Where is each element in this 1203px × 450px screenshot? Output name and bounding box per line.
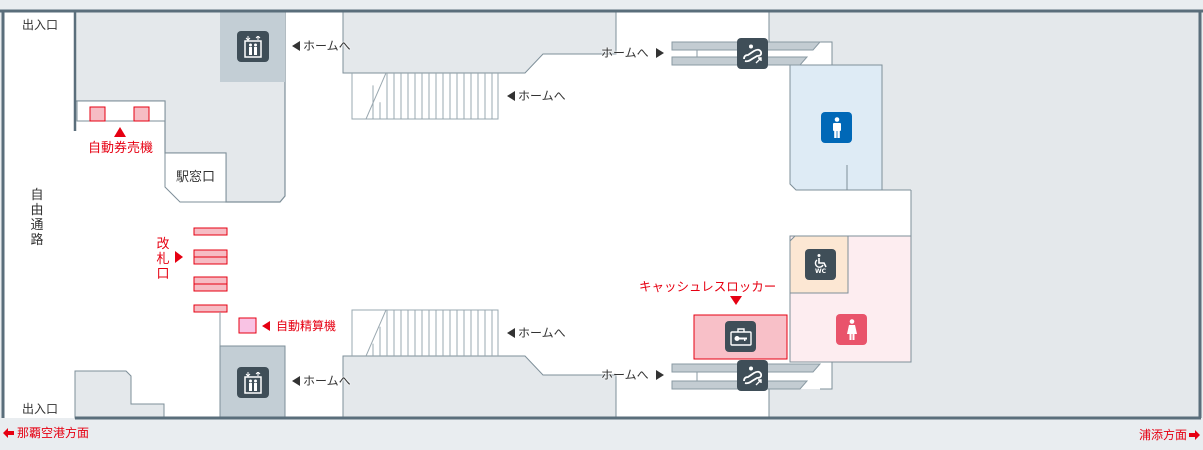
escalator-icon	[737, 360, 768, 391]
fare-adjustment-label: 自動精算機	[276, 319, 337, 333]
gate-arrow	[175, 251, 183, 263]
to-platform-label: ホームへ	[518, 326, 566, 340]
direction-right-label: 浦添方面	[1139, 428, 1188, 442]
elevator-icon	[237, 31, 269, 62]
stair-line	[365, 72, 387, 120]
platform-arrow	[292, 41, 300, 51]
locker-arrow	[730, 296, 742, 305]
fare-adjustment-machine	[238, 317, 257, 334]
to-platform-label: ホームへ	[601, 368, 649, 382]
escalator-icon	[737, 38, 768, 69]
ticket-machine	[133, 106, 150, 122]
ticket-machine-arrow	[114, 127, 126, 137]
stair-line	[351, 73, 499, 120]
ticket-gates-label: 改札口	[156, 237, 170, 282]
cashless-locker-label: キャッシュレスロッカー	[639, 279, 777, 294]
stair-line	[351, 309, 499, 356]
direction-left-label: 那覇空港方面	[17, 426, 90, 440]
platform-arrow	[656, 48, 664, 58]
accessible-toilet-icon: WC	[805, 249, 836, 280]
elevator-icon	[237, 367, 269, 398]
wc-text: WC	[814, 268, 827, 275]
ticket-office	[164, 152, 227, 203]
womens-toilet-icon	[836, 314, 867, 345]
to-platform-label: ホームへ	[601, 46, 649, 60]
right-direction-arrow	[1189, 430, 1200, 440]
ticket-gates	[193, 227, 228, 313]
platform-arrow	[507, 91, 515, 101]
platform-arrow	[507, 328, 515, 338]
locker-icon	[725, 321, 756, 352]
stairs-top	[351, 72, 499, 120]
exit-label-top: 出入口	[22, 18, 59, 32]
exit-label-bottom: 出入口	[22, 402, 59, 416]
ticket-machines-label: 自動券売機	[88, 141, 154, 156]
to-platform-label: ホームへ	[518, 89, 566, 103]
ticket-machine	[89, 106, 106, 122]
free-passage-label: 自由通路	[30, 188, 44, 248]
ticket-office-label: 駅窓口	[176, 170, 216, 185]
left-direction-arrow	[3, 428, 14, 438]
to-platform-label: ホームへ	[303, 374, 351, 388]
platform-arrow	[292, 376, 300, 386]
fare-adjustment-arrow	[262, 321, 270, 331]
stair-line	[365, 309, 387, 357]
platform-arrow	[656, 370, 664, 380]
mens-toilet-icon	[821, 112, 852, 143]
stairs-bottom	[351, 309, 499, 357]
to-platform-label: ホームへ	[303, 39, 351, 53]
